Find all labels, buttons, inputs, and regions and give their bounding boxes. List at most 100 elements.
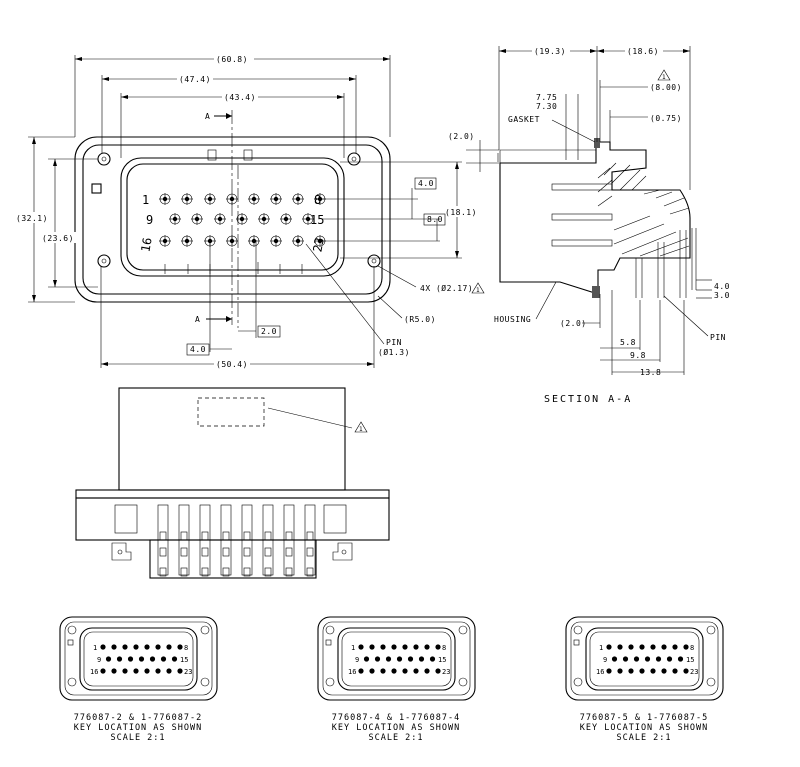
variant-key-note: KEY LOCATION AS SHOWN bbox=[580, 723, 708, 733]
svg-text:9: 9 bbox=[603, 656, 607, 664]
front-dimensions: (60.8) (47.4) (43.4) (50.4) (32.1) (23.6… bbox=[14, 53, 485, 369]
variant-pin bbox=[100, 668, 106, 674]
section-title: SECTION A-A bbox=[544, 394, 632, 405]
variant-scale: SCALE 2:1 bbox=[368, 733, 423, 743]
note-flag-mount bbox=[471, 282, 485, 294]
pin-1-6 bbox=[270, 193, 282, 205]
svg-text:15: 15 bbox=[438, 656, 446, 664]
gasket-bottom bbox=[592, 286, 600, 298]
svg-text:1: 1 bbox=[351, 644, 355, 652]
section-label-top: A bbox=[205, 112, 210, 121]
variant-pin bbox=[391, 668, 397, 674]
front-flange-outline bbox=[74, 136, 391, 303]
svg-text:8: 8 bbox=[690, 644, 694, 652]
dim-mount-holes: 4X (Ø2.17) bbox=[420, 283, 473, 293]
variant-pin bbox=[429, 656, 436, 662]
dim-section-138: 13.8 bbox=[640, 368, 661, 377]
side-standoff-left bbox=[111, 542, 132, 561]
front-flange-inner bbox=[82, 144, 383, 295]
pin-3-1 bbox=[159, 235, 171, 247]
variant-pin bbox=[144, 668, 150, 674]
variant-pin bbox=[413, 644, 419, 650]
variant-pin bbox=[105, 656, 112, 662]
svg-text:15: 15 bbox=[180, 656, 188, 664]
dim-pin-field-height: (18.1) bbox=[445, 208, 477, 217]
dim-section-075: (0.75) bbox=[650, 114, 682, 123]
note-flag-section-number: 1 bbox=[662, 74, 666, 81]
variant-pin bbox=[358, 668, 364, 674]
variant-pin bbox=[639, 668, 645, 674]
variant-pin bbox=[606, 644, 612, 650]
pin-2-7 bbox=[302, 213, 314, 225]
mount-hole-tl bbox=[97, 152, 111, 166]
dim-section-98: 9.8 bbox=[630, 351, 646, 360]
dim-row-pitch: 4.0 bbox=[418, 179, 434, 188]
variant-pin bbox=[661, 644, 667, 650]
pin-number-15: 15 bbox=[310, 213, 324, 227]
variant-pin bbox=[402, 644, 408, 650]
variant-pin bbox=[435, 668, 441, 674]
variant-pin bbox=[133, 644, 139, 650]
variant-pin bbox=[177, 644, 183, 650]
section-arrow-bottom bbox=[226, 316, 232, 322]
section-arrow-top bbox=[226, 113, 232, 119]
variant-pin bbox=[133, 668, 139, 674]
dim-flange-width: (47.4) bbox=[179, 75, 211, 84]
dim-section-40: 4.0 bbox=[714, 282, 730, 291]
variant-pin bbox=[396, 656, 403, 662]
pin-number-16: 16 bbox=[138, 236, 154, 253]
dim-mount-spacing: (50.4) bbox=[216, 360, 248, 369]
dim-section-depth-b: (18.6) bbox=[627, 47, 659, 56]
front-housing-outer bbox=[120, 157, 345, 277]
variant-pin bbox=[100, 644, 106, 650]
variant-pin bbox=[413, 668, 419, 674]
variant-pin bbox=[380, 644, 386, 650]
variant-pin bbox=[606, 668, 612, 674]
variant-pin bbox=[155, 668, 161, 674]
polarization-square bbox=[91, 183, 102, 194]
dim-housing-width: (43.4) bbox=[224, 93, 256, 102]
svg-text:23: 23 bbox=[442, 668, 450, 676]
pin-2-6 bbox=[280, 213, 292, 225]
variant-pin bbox=[633, 656, 640, 662]
variant-part-number: 776087-5 & 1-776087-5 bbox=[580, 713, 708, 723]
variant-pin bbox=[369, 668, 375, 674]
dim-pin-dia: (Ø1.3) bbox=[378, 347, 410, 357]
variant-pin bbox=[650, 644, 656, 650]
svg-text:23: 23 bbox=[184, 668, 192, 676]
variant-key-note: KEY LOCATION AS SHOWN bbox=[74, 723, 202, 733]
svg-text:1: 1 bbox=[599, 644, 603, 652]
keying-ribs bbox=[164, 149, 303, 274]
mount-hole-tr bbox=[347, 152, 361, 166]
dim-section-8: (8.00) bbox=[650, 83, 682, 92]
pin-3-7 bbox=[292, 235, 304, 247]
svg-text:9: 9 bbox=[355, 656, 359, 664]
variant-pin bbox=[617, 644, 623, 650]
svg-text:16: 16 bbox=[596, 668, 604, 676]
variant-pin bbox=[391, 644, 397, 650]
pin-number-8: 8 bbox=[314, 193, 321, 207]
variant-pin bbox=[628, 644, 634, 650]
variant-pin bbox=[418, 656, 425, 662]
side-view: 1 bbox=[75, 387, 390, 579]
variant-pin bbox=[644, 656, 651, 662]
pin-3-6 bbox=[270, 235, 282, 247]
variant-part-number: 776087-4 & 1-776087-4 bbox=[332, 713, 460, 723]
side-flange-body bbox=[75, 497, 390, 541]
variant-pin bbox=[149, 656, 156, 662]
section-label-bottom: A bbox=[195, 315, 200, 324]
pin-number-9: 9 bbox=[146, 213, 153, 227]
svg-text:16: 16 bbox=[90, 668, 98, 676]
variant-pin bbox=[611, 656, 618, 662]
variant-scale: SCALE 2:1 bbox=[616, 733, 671, 743]
section-housing-outline bbox=[499, 141, 691, 295]
variant-pin bbox=[138, 656, 145, 662]
label-pin-section: PIN bbox=[710, 333, 726, 342]
variant-pin bbox=[111, 644, 117, 650]
variant-pin bbox=[628, 668, 634, 674]
dim-row-span: 8.0 bbox=[427, 215, 443, 224]
side-standoff-right bbox=[332, 542, 353, 561]
